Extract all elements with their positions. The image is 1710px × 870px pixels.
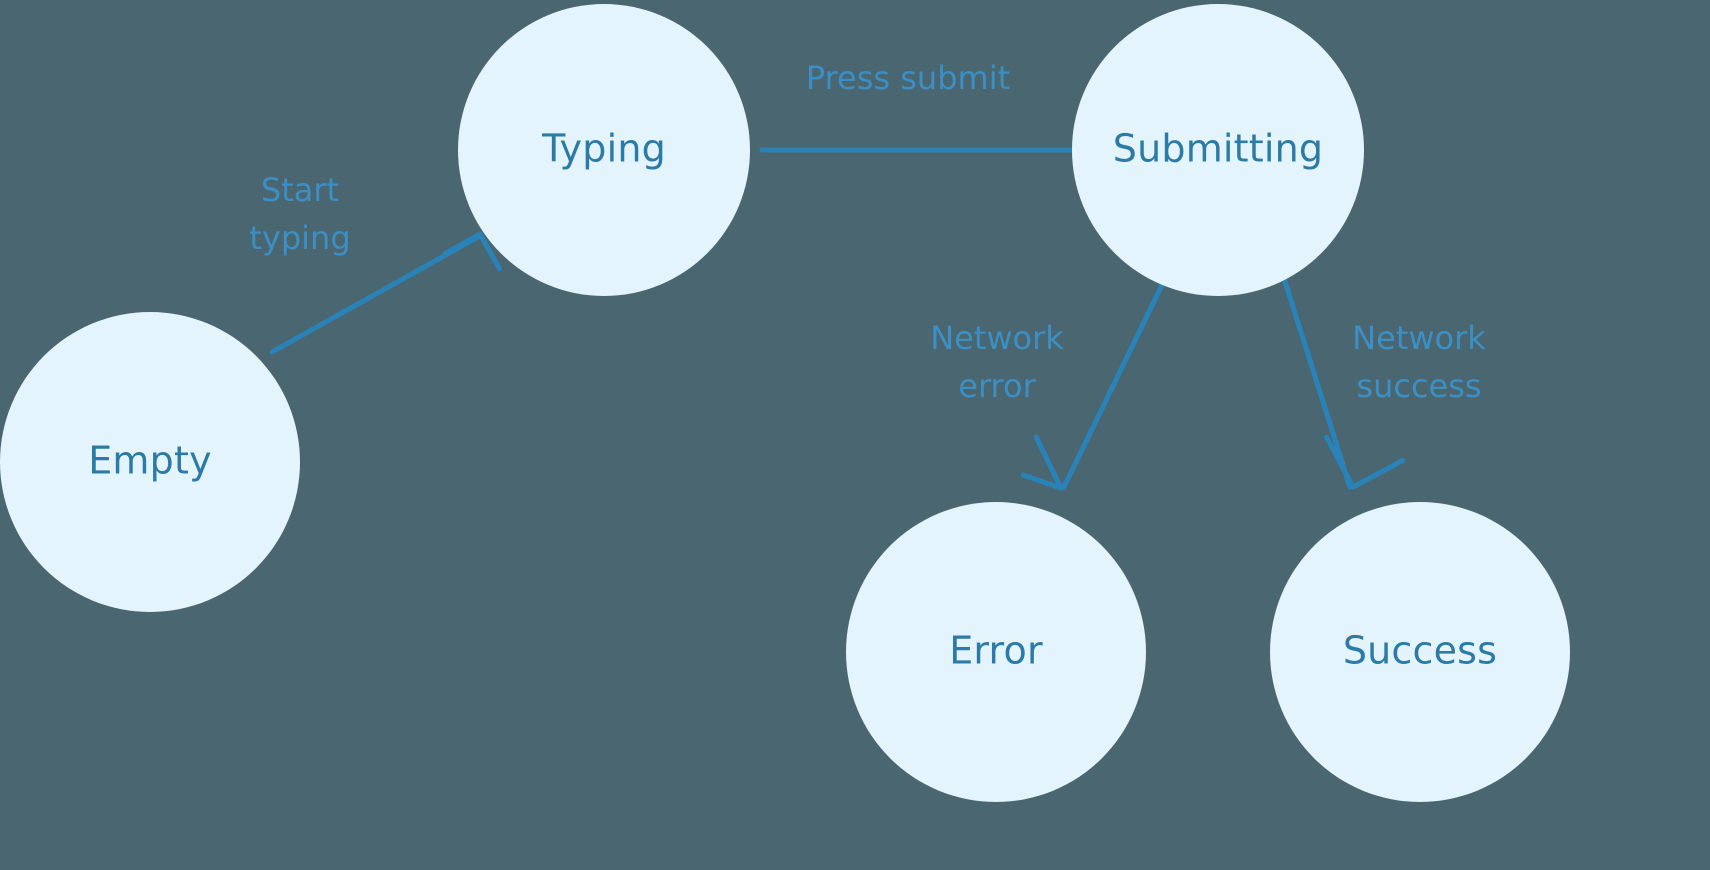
edge-submitting-to-success	[1279, 269, 1406, 490]
edge-label-submitting-to-success-line-1: Network	[1352, 319, 1486, 357]
node-submitting-label: Submitting	[1113, 127, 1323, 171]
edge-label-empty-to-typing-line-2: typing	[249, 219, 350, 257]
node-typing-label: Typing	[541, 127, 666, 171]
edge-label-typing-to-submitting: Press submit	[806, 59, 1010, 97]
node-error-label: Error	[949, 629, 1043, 673]
node-typing[interactable]: Typing	[458, 4, 750, 296]
edge-label-typing-to-submitting-line-1: Press submit	[806, 59, 1010, 97]
node-error-circle[interactable]	[846, 502, 1146, 802]
edge-label-submitting-to-error: Network error	[930, 319, 1064, 405]
edge-label-submitting-to-success-line-2: success	[1356, 367, 1481, 405]
edge-label-submitting-to-success: Network success	[1352, 319, 1486, 405]
edge-submitting-to-error-arrowhead	[1020, 434, 1064, 491]
node-submitting-circle[interactable]	[1072, 4, 1364, 296]
node-empty[interactable]: Empty	[0, 312, 300, 612]
node-empty-circle[interactable]	[0, 312, 300, 612]
node-empty-label: Empty	[88, 439, 212, 483]
edge-label-submitting-to-error-line-2: error	[958, 367, 1036, 405]
edge-empty-to-typing-arrowhead	[442, 231, 503, 272]
edge-submitting-to-success-line	[1279, 269, 1353, 490]
node-success[interactable]: Success	[1270, 502, 1570, 802]
edge-submitting-to-success-arrowhead	[1323, 434, 1406, 490]
node-success-circle[interactable]	[1270, 502, 1570, 802]
edge-empty-to-typing	[269, 231, 503, 355]
edge-label-empty-to-typing: Start typing	[249, 171, 350, 257]
node-typing-circle[interactable]	[458, 4, 750, 296]
edge-submitting-to-error	[1020, 282, 1165, 491]
edge-label-empty-to-typing-line-1: Start	[261, 171, 339, 209]
edge-empty-to-typing-line	[269, 234, 481, 355]
edge-label-submitting-to-error-line-1: Network	[930, 319, 1064, 357]
edge-submitting-to-error-line	[1061, 282, 1165, 490]
node-error[interactable]: Error	[846, 502, 1146, 802]
node-success-label: Success	[1343, 629, 1497, 673]
node-submitting[interactable]: Submitting	[1072, 4, 1364, 296]
